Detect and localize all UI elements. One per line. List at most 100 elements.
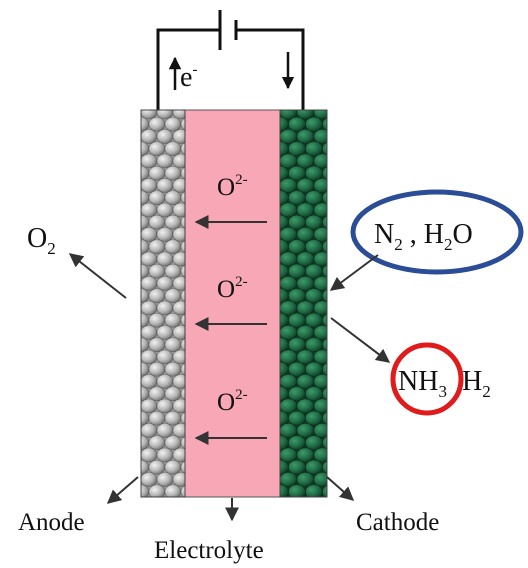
anode-particle bbox=[141, 257, 142, 261]
cathode-particle bbox=[280, 178, 298, 193]
cathode-particle bbox=[296, 374, 315, 389]
cathode-particle bbox=[280, 374, 298, 389]
anode-particle bbox=[156, 251, 174, 267]
external-circuit: e- bbox=[156, 10, 305, 110]
cathode-particle bbox=[322, 117, 327, 131]
anode-particle bbox=[164, 116, 182, 132]
cathode-particle bbox=[303, 496, 308, 497]
anode-particle bbox=[164, 337, 182, 353]
cathode-particle bbox=[322, 264, 327, 278]
anode-particle bbox=[141, 428, 142, 433]
anode-particle bbox=[141, 325, 158, 340]
anode-particle bbox=[164, 263, 182, 279]
cathode-particle bbox=[288, 312, 306, 328]
anode-particle bbox=[141, 129, 158, 144]
anode-particle bbox=[148, 141, 166, 157]
cathode-particle bbox=[296, 178, 315, 193]
anode-particle bbox=[141, 276, 158, 291]
anode-particle bbox=[141, 477, 142, 482]
anode-particle bbox=[141, 178, 158, 193]
cathode-particle bbox=[305, 239, 323, 255]
hydrogen-label: H2 bbox=[462, 366, 491, 401]
anode-particle bbox=[180, 264, 185, 278]
anode-particle bbox=[141, 183, 142, 188]
anode-particle bbox=[141, 159, 142, 163]
cathode-particle bbox=[313, 110, 327, 120]
anode-particle bbox=[141, 374, 158, 389]
cathode-particle bbox=[296, 227, 315, 242]
cathode-particle bbox=[286, 496, 291, 497]
cathode-particle bbox=[305, 386, 323, 402]
cathode-particle bbox=[322, 289, 327, 303]
anode-particle bbox=[180, 387, 185, 401]
oxygen-label: O2 bbox=[27, 223, 56, 258]
cathode-particle bbox=[280, 398, 298, 414]
anode-particle bbox=[141, 208, 142, 212]
cathode-particle bbox=[305, 337, 323, 353]
anode-particle bbox=[180, 313, 185, 327]
feed-gas-arrow bbox=[329, 254, 379, 291]
anode-particle bbox=[172, 300, 185, 316]
anode-particle bbox=[141, 423, 158, 438]
anode-label: Anode bbox=[18, 509, 85, 536]
anode-particle bbox=[156, 472, 174, 487]
cathode-particle bbox=[322, 460, 327, 474]
anode-particle bbox=[141, 232, 142, 237]
oxide-ion-label: O2- bbox=[217, 274, 248, 303]
anode-particle bbox=[141, 306, 142, 310]
anode-particle bbox=[156, 300, 174, 316]
anode-particle bbox=[148, 190, 166, 206]
anode-particle bbox=[172, 202, 185, 218]
cathode-particle bbox=[296, 398, 315, 414]
cathode-particle bbox=[305, 141, 323, 157]
cathode-particle bbox=[296, 129, 315, 144]
anode-particle bbox=[156, 423, 174, 438]
cathode-particle bbox=[313, 129, 327, 144]
cathode-particle bbox=[288, 239, 306, 255]
cathode-particle bbox=[305, 214, 323, 230]
cathode-particle bbox=[313, 202, 327, 218]
anode-particle bbox=[172, 325, 185, 340]
electron-label: e- bbox=[180, 62, 197, 93]
cathode-particle bbox=[280, 447, 298, 463]
anode-particle bbox=[148, 288, 166, 304]
anode-particle bbox=[141, 447, 158, 463]
anode-particle bbox=[180, 215, 185, 229]
cathode-particle bbox=[322, 338, 327, 352]
anode-particle bbox=[141, 355, 142, 359]
cathode-particle bbox=[296, 447, 315, 463]
cathode-particle bbox=[313, 276, 327, 291]
anode-particle bbox=[148, 214, 166, 230]
cathode-particle bbox=[280, 423, 298, 438]
cathode-particle bbox=[313, 251, 327, 267]
cathode-particle bbox=[313, 178, 327, 193]
cathode-particle bbox=[288, 337, 306, 353]
anode-particle bbox=[156, 178, 174, 193]
anode-particle bbox=[141, 472, 158, 487]
anode-particle bbox=[172, 276, 185, 291]
cathode-particle bbox=[288, 190, 306, 206]
anode-particle bbox=[156, 276, 174, 291]
anode-layer bbox=[141, 110, 185, 497]
anode-particle bbox=[164, 435, 182, 451]
oxygen-release-arrow bbox=[68, 253, 127, 299]
anode-outline bbox=[140, 109, 186, 498]
anode-particle bbox=[162, 496, 168, 497]
cathode-particle bbox=[313, 423, 327, 438]
anode-particle bbox=[148, 312, 166, 328]
anode-particle bbox=[156, 129, 174, 144]
cathode-particle bbox=[296, 325, 315, 340]
anode-particle bbox=[180, 191, 185, 205]
cathode-particle bbox=[280, 110, 298, 120]
circuit-wire-right bbox=[236, 28, 305, 110]
anode-particle bbox=[141, 153, 158, 169]
cathode-particle bbox=[280, 349, 298, 365]
anode-particle bbox=[156, 227, 174, 242]
cathode-particle bbox=[280, 129, 298, 144]
cathode-particle bbox=[288, 386, 306, 402]
cathode-particle bbox=[280, 300, 298, 316]
cathode-particle bbox=[296, 202, 315, 218]
anode-particle bbox=[172, 153, 185, 169]
anode-particle bbox=[148, 239, 166, 255]
